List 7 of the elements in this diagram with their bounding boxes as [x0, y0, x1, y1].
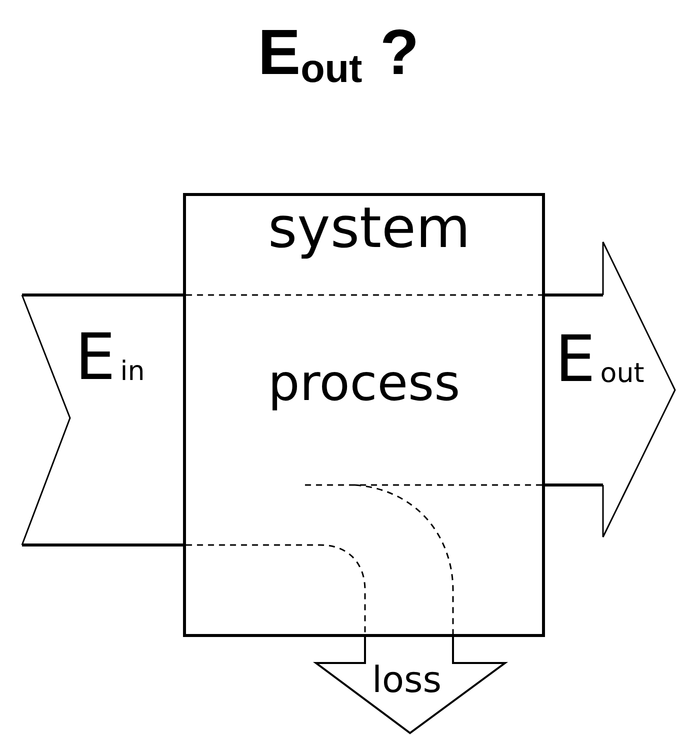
system-box [183, 193, 545, 637]
input-flow-arrow [20, 293, 185, 547]
node-label: process [268, 356, 460, 411]
output-flow-arrow [545, 240, 677, 540]
node-label: loss [372, 661, 442, 701]
node-label: system [268, 198, 470, 260]
title: E$_{out}$ ? [256, 15, 420, 93]
